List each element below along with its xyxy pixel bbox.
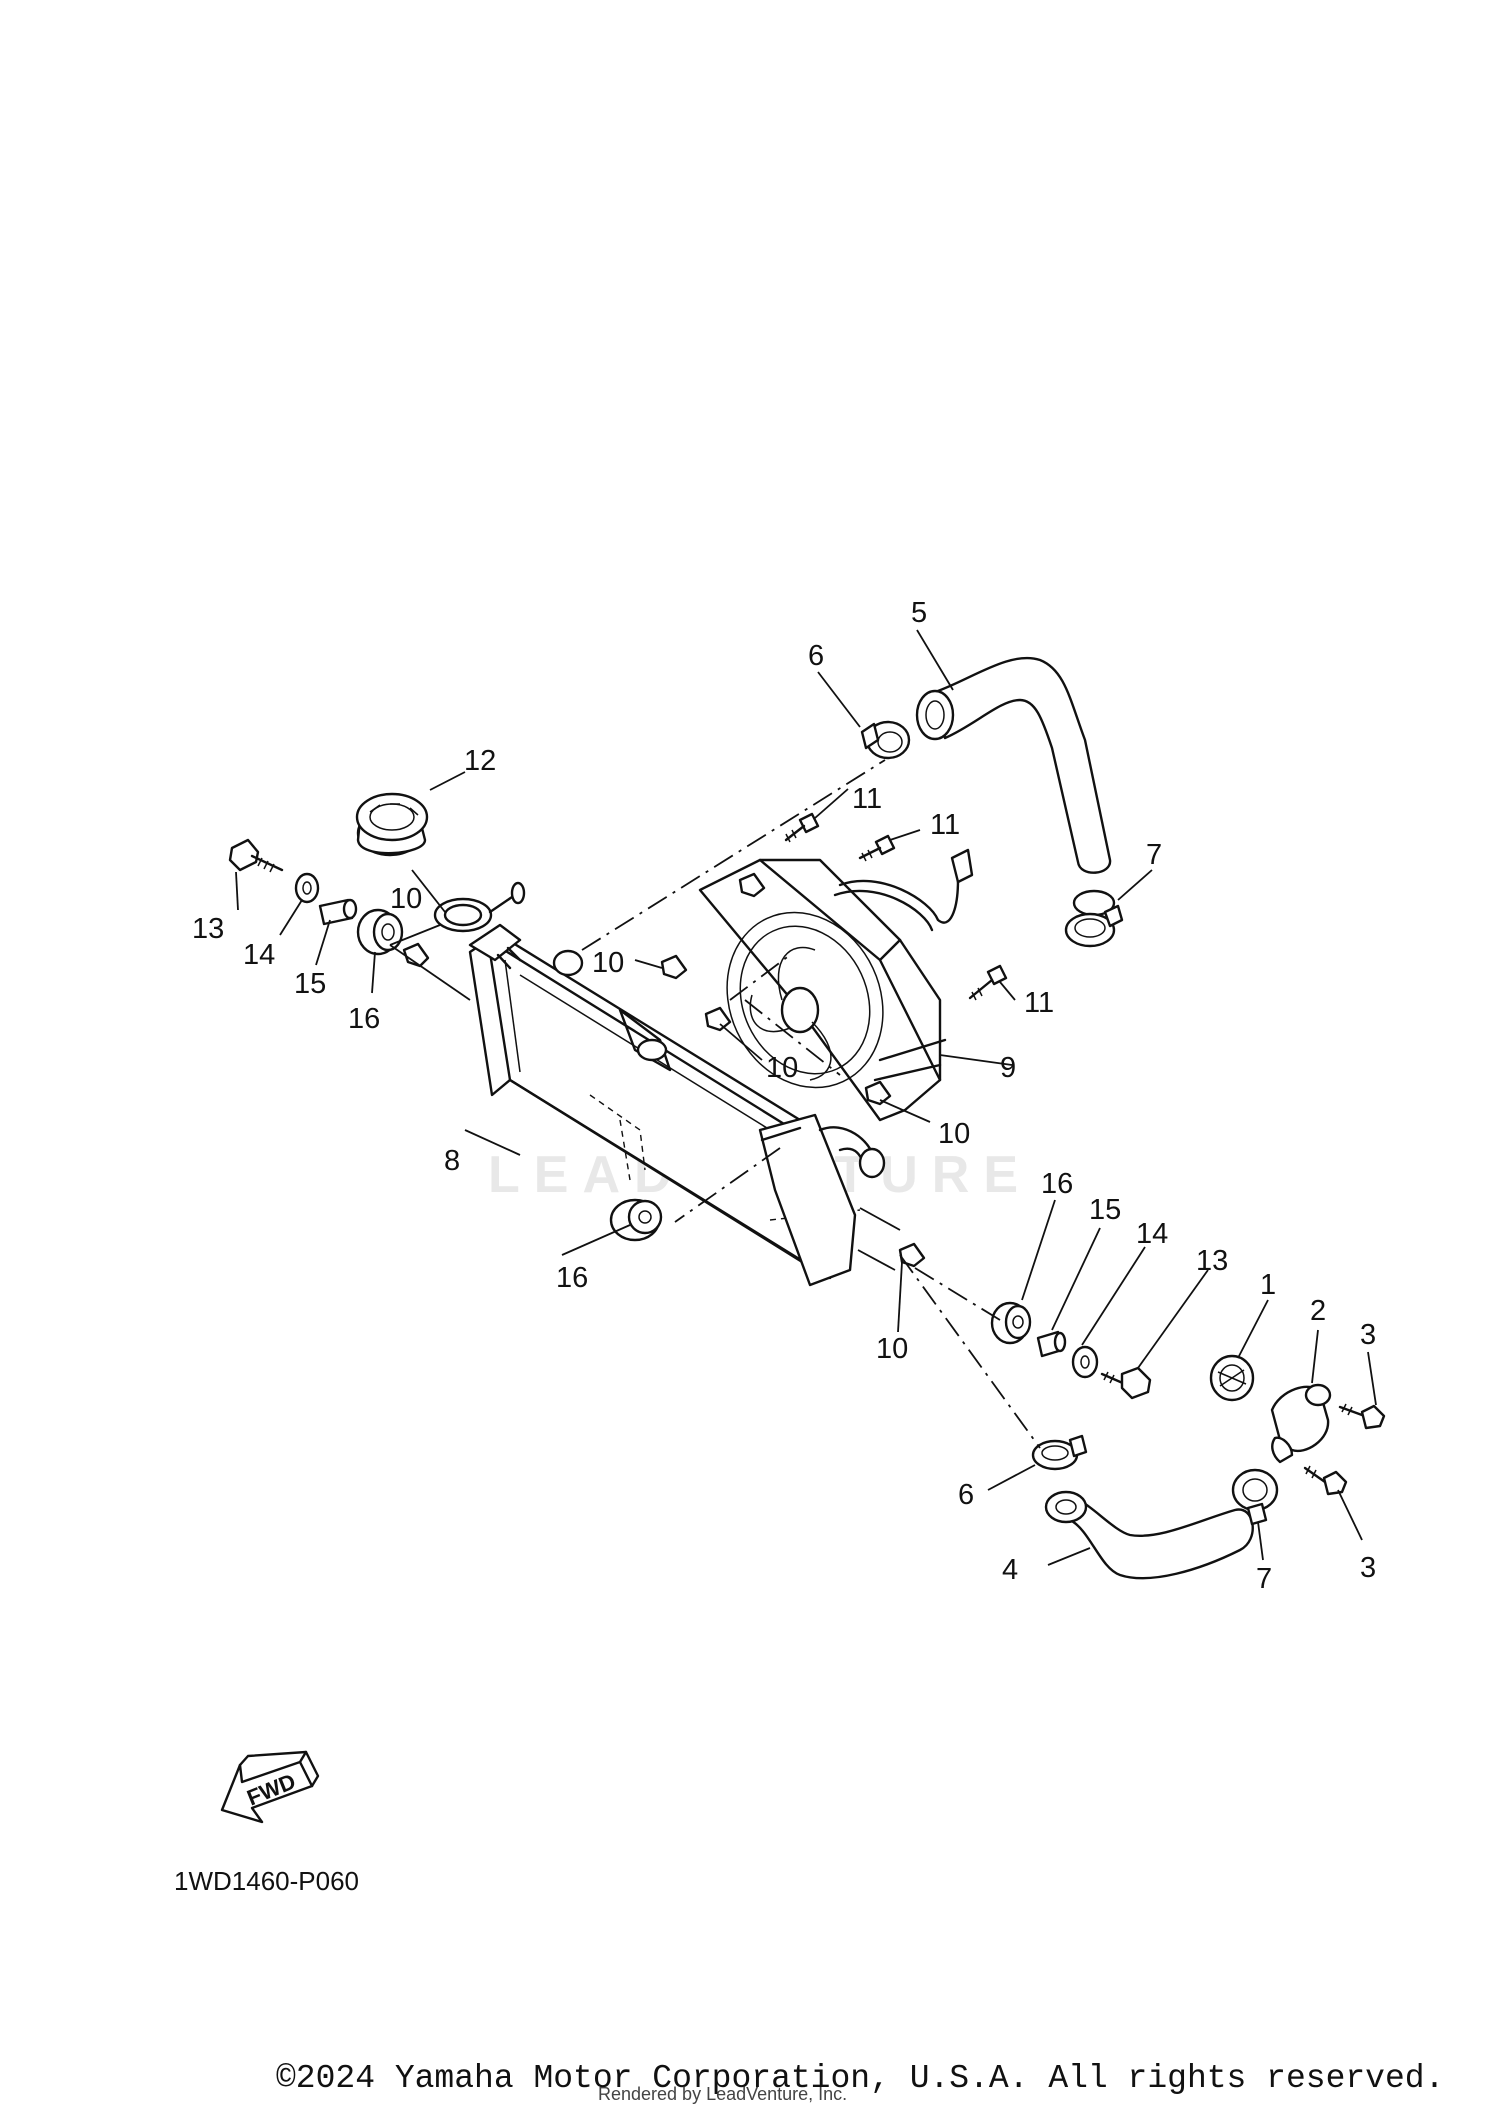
callout-3-upper: 3 bbox=[1360, 1319, 1376, 1351]
bolt-3-lower bbox=[1303, 1465, 1348, 1496]
callout-9: 9 bbox=[1000, 1052, 1016, 1084]
callout-15-upper: 15 bbox=[294, 968, 326, 1000]
callout-16-lower: 16 bbox=[1041, 1168, 1073, 1200]
nut-10-c bbox=[864, 1080, 892, 1106]
callout-16-center: 16 bbox=[556, 1262, 588, 1294]
callout-6-upper: 6 bbox=[808, 640, 824, 672]
callout-10-lower: 10 bbox=[876, 1333, 908, 1365]
washer-14-upper bbox=[294, 872, 320, 904]
upper-hose bbox=[915, 656, 1116, 917]
callout-leaders bbox=[235, 629, 1377, 1566]
washer-14-lower bbox=[1071, 1345, 1099, 1379]
thermostat-housing bbox=[1270, 1383, 1332, 1464]
thermostat bbox=[1209, 1354, 1255, 1402]
diagram-code: 1WD1460-P060 bbox=[174, 1866, 359, 1896]
bolt-3-upper bbox=[1338, 1403, 1386, 1430]
grommet-16-lower bbox=[990, 1301, 1032, 1345]
callout-10-fan-center: 10 bbox=[766, 1052, 798, 1084]
callout-10-upper-left: 10 bbox=[390, 883, 422, 915]
callout-10-fan-right: 10 bbox=[938, 1118, 970, 1150]
nut-10-upper-left bbox=[402, 942, 430, 968]
callout-12: 12 bbox=[464, 745, 496, 777]
callout-7-upper: 7 bbox=[1146, 839, 1162, 871]
callout-13-upper: 13 bbox=[192, 913, 224, 945]
callout-14-upper: 14 bbox=[243, 939, 275, 971]
callout-2: 2 bbox=[1310, 1295, 1326, 1327]
nut-10-e bbox=[738, 872, 766, 898]
collar-15-lower bbox=[1036, 1330, 1067, 1358]
bolt-11-b bbox=[858, 834, 896, 862]
nut-10-b bbox=[704, 1006, 732, 1032]
copyright-notice: ©2024 Yamaha Motor Corporation, U.S.A. A… bbox=[276, 2060, 1445, 2097]
callout-11-b: 11 bbox=[930, 809, 960, 841]
fan-assembly bbox=[698, 848, 974, 1122]
hose-clamp-6-lower bbox=[1031, 1434, 1088, 1471]
collar-15-upper bbox=[318, 898, 358, 926]
bolt-11-c bbox=[968, 964, 1008, 1001]
grommet-16-upper bbox=[356, 908, 404, 956]
rendered-by-notice: Rendered by LeadVenture, Inc. bbox=[598, 2084, 848, 2104]
hose-clamp-7-lower bbox=[1231, 1468, 1279, 1526]
nut-10-a bbox=[660, 954, 688, 980]
radiator-cap bbox=[355, 792, 429, 857]
callout-7-lower: 7 bbox=[1256, 1563, 1272, 1595]
callout-5: 5 bbox=[911, 597, 927, 629]
callout-11-c: 11 bbox=[1024, 987, 1054, 1019]
callout-13-lower: 13 bbox=[1196, 1245, 1228, 1277]
assembly-lines bbox=[389, 759, 1041, 1449]
hose-clamp-7-upper bbox=[1064, 904, 1124, 948]
hose-clamp-6-upper bbox=[860, 720, 911, 760]
callout-numbers: 1 2 3 3 4 5 6 6 7 7 8 9 10 10 10 10 10 1… bbox=[192, 597, 1376, 1595]
callout-4: 4 bbox=[1002, 1554, 1018, 1586]
callout-3-lower: 3 bbox=[1360, 1552, 1376, 1584]
forward-arrow-icon: FWD bbox=[220, 1750, 320, 1824]
callout-15-lower: 15 bbox=[1089, 1194, 1121, 1226]
callout-11-a: 11 bbox=[852, 783, 882, 815]
bolt-11-a bbox=[784, 812, 820, 843]
bolt-13-lower bbox=[1100, 1366, 1152, 1400]
nut-10-d bbox=[898, 1242, 926, 1268]
grommet-16-center bbox=[609, 1198, 663, 1242]
callout-6-lower: 6 bbox=[958, 1479, 974, 1511]
callout-1: 1 bbox=[1260, 1269, 1276, 1301]
callout-14-lower: 14 bbox=[1136, 1218, 1168, 1250]
bolt-13-upper bbox=[228, 838, 284, 873]
radiator-core bbox=[433, 881, 886, 1287]
callout-10-fan-left: 10 bbox=[592, 947, 624, 979]
callout-8: 8 bbox=[444, 1145, 460, 1177]
callout-16-upper: 16 bbox=[348, 1003, 380, 1035]
lower-hose bbox=[1044, 1490, 1254, 1580]
